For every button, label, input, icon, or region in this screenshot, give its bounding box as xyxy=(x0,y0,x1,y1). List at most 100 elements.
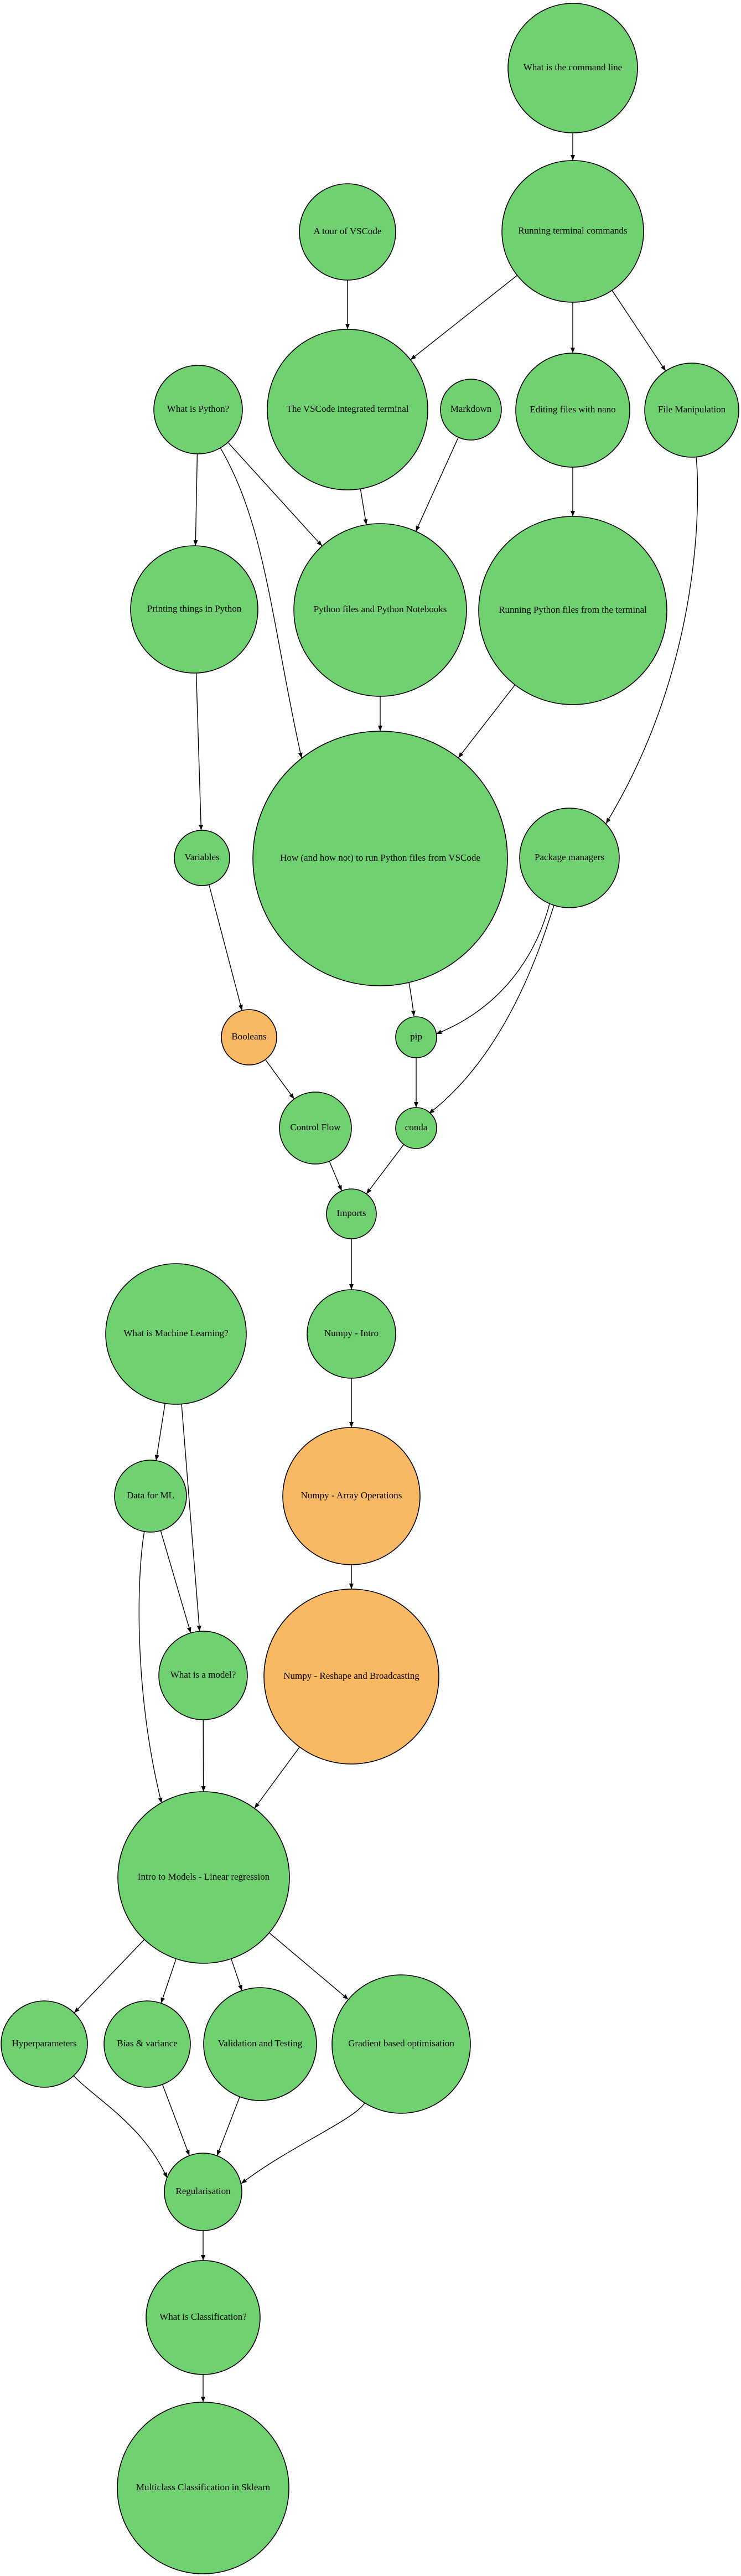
topic-node-pyfiles: Python files and Python Notebooks xyxy=(293,523,467,697)
topic-node-label: What is Python? xyxy=(167,404,229,414)
topic-node-label: Running terminal commands xyxy=(518,225,627,236)
edge-line xyxy=(415,437,459,532)
topic-node-imports: Imports xyxy=(326,1188,377,1239)
topic-node-pip: pip xyxy=(395,1016,437,1058)
edge-terminal-to-vscode-terminal xyxy=(410,275,518,360)
edge-variables-to-booleans xyxy=(209,884,243,1011)
edge-line xyxy=(227,442,323,547)
edge-hyper-to-regular xyxy=(73,2075,168,2179)
edge-linreg-to-biasvar xyxy=(160,1958,177,2004)
edge-line xyxy=(436,903,550,1034)
topic-node-circle xyxy=(103,2000,191,2088)
edge-line xyxy=(265,1059,295,1099)
topic-node-label: Validation and Testing xyxy=(218,2038,303,2049)
edge-layer xyxy=(73,133,698,2402)
topic-node-circle xyxy=(478,516,667,705)
topic-node-circle xyxy=(515,353,630,468)
edge-line xyxy=(428,905,555,1114)
topic-node-circle xyxy=(117,2402,289,2574)
edge-pkgmgr-to-conda xyxy=(428,905,555,1114)
topic-node-circle xyxy=(307,1289,396,1379)
edge-dataml-to-linreg xyxy=(138,1531,163,1804)
topic-node-circle xyxy=(501,160,644,303)
topic-node-label: Data for ML xyxy=(127,1490,174,1501)
topic-node-regular: Regularisation xyxy=(164,2153,242,2231)
edge-linreg-to-gradopt xyxy=(269,1932,349,2000)
topic-node-label: What is Machine Learning? xyxy=(123,1328,228,1338)
topic-node-hyper: Hyperparameters xyxy=(1,2000,88,2088)
edge-printing-to-variables xyxy=(195,673,204,831)
topic-node-booleans: Booleans xyxy=(221,1009,277,1065)
topic-node-linreg: Intro to Models - Linear regression xyxy=(117,1791,290,1964)
topic-node-runpy: Running Python files from the terminal xyxy=(478,516,667,705)
topic-node-label: Editing files with nano xyxy=(530,404,615,415)
topic-node-circle xyxy=(644,363,739,458)
topic-node-label: Numpy - Reshape and Broadcasting xyxy=(283,1670,419,1681)
topic-node-gradopt: Gradient based optimisation xyxy=(331,1974,471,2114)
topic-node-numpyintro: Numpy - Intro xyxy=(307,1289,396,1379)
topic-node-controlflow: Control Flow xyxy=(279,1092,352,1165)
edge-linreg-to-valtest xyxy=(231,1958,242,1991)
topic-node-label: Printing things in Python xyxy=(147,603,242,614)
topic-node-pkgmgr: Package managers xyxy=(519,808,620,908)
edge-line xyxy=(138,1531,163,1804)
edge-line xyxy=(220,447,303,759)
topic-node-nano: Editing files with nano xyxy=(515,353,630,468)
edge-howrun-to-pip xyxy=(408,982,416,1017)
topic-node-label: The VSCode integrated terminal xyxy=(286,404,408,414)
edge-line xyxy=(154,1403,165,1461)
edge-line xyxy=(329,1161,343,1191)
edge-numpyreshape-to-linreg xyxy=(254,1746,300,1809)
edge-line xyxy=(195,673,204,831)
topic-node-circle xyxy=(293,523,467,697)
topic-node-vscode-tour: A tour of VSCode xyxy=(299,183,396,281)
topic-node-circle xyxy=(158,1631,248,1720)
topic-node-circle xyxy=(153,365,243,454)
edge-controlflow-to-imports xyxy=(329,1161,343,1191)
topic-node-vscode-terminal: The VSCode integrated terminal xyxy=(267,329,428,490)
edge-line xyxy=(241,2102,365,2184)
topic-node-label: Running Python files from the terminal xyxy=(499,604,647,615)
topic-node-label: Intro to Models - Linear regression xyxy=(138,1871,270,1882)
topic-node-label: Bias & variance xyxy=(117,2038,178,2049)
topic-node-cmdline: What is the command line xyxy=(507,3,638,133)
edge-line xyxy=(360,488,368,525)
edge-line xyxy=(181,1404,201,1632)
topic-node-label: Multiclass Classification in Sklearn xyxy=(136,2482,271,2492)
topic-node-whatclass: What is Classification? xyxy=(146,2260,261,2375)
topic-node-variables: Variables xyxy=(174,830,230,886)
topic-node-circle xyxy=(279,1092,352,1165)
edge-line xyxy=(612,290,666,371)
topic-node-label: Gradient based optimisation xyxy=(348,2038,454,2049)
edge-line xyxy=(458,684,516,758)
edge-vscode-terminal-to-pyfiles xyxy=(360,488,368,525)
edge-conda-to-imports xyxy=(366,1144,405,1194)
topic-node-circle xyxy=(146,2260,261,2375)
topic-node-circle xyxy=(519,808,620,908)
topic-node-label: How (and how not) to run Python files fr… xyxy=(280,852,480,863)
topic-node-label: Markdown xyxy=(450,404,492,414)
topic-node-label: What is the command line xyxy=(524,62,622,73)
topic-node-label: Python files and Python Notebooks xyxy=(314,604,447,614)
edge-terminal-to-filemanip xyxy=(612,290,666,371)
topic-node-label: Booleans xyxy=(231,1031,266,1042)
topic-node-circle xyxy=(395,1107,437,1149)
edge-valtest-to-regular xyxy=(216,2096,240,2156)
topic-node-label: What is Classification? xyxy=(159,2311,247,2322)
edge-dataml-to-whatmodel xyxy=(160,1530,191,1633)
edge-whatml-to-dataml xyxy=(154,1403,165,1461)
topic-node-circle xyxy=(282,1427,421,1565)
topic-node-label: What is a model? xyxy=(170,1669,236,1680)
topic-node-circle xyxy=(263,1589,439,1765)
topic-node-circle xyxy=(221,1009,277,1065)
topic-node-circle xyxy=(105,1263,247,1405)
topic-node-filemanip: File Manipulation xyxy=(644,363,739,458)
edge-line xyxy=(160,1958,177,2004)
topic-node-label: Control Flow xyxy=(290,1122,341,1132)
topic-node-howrun: How (and how not) to run Python files fr… xyxy=(252,731,508,986)
topic-node-numpyarray: Numpy - Array Operations xyxy=(282,1427,421,1565)
edge-whatpython-to-printing xyxy=(193,453,198,546)
edge-line xyxy=(231,1958,242,1991)
topic-node-circle xyxy=(164,2153,242,2231)
